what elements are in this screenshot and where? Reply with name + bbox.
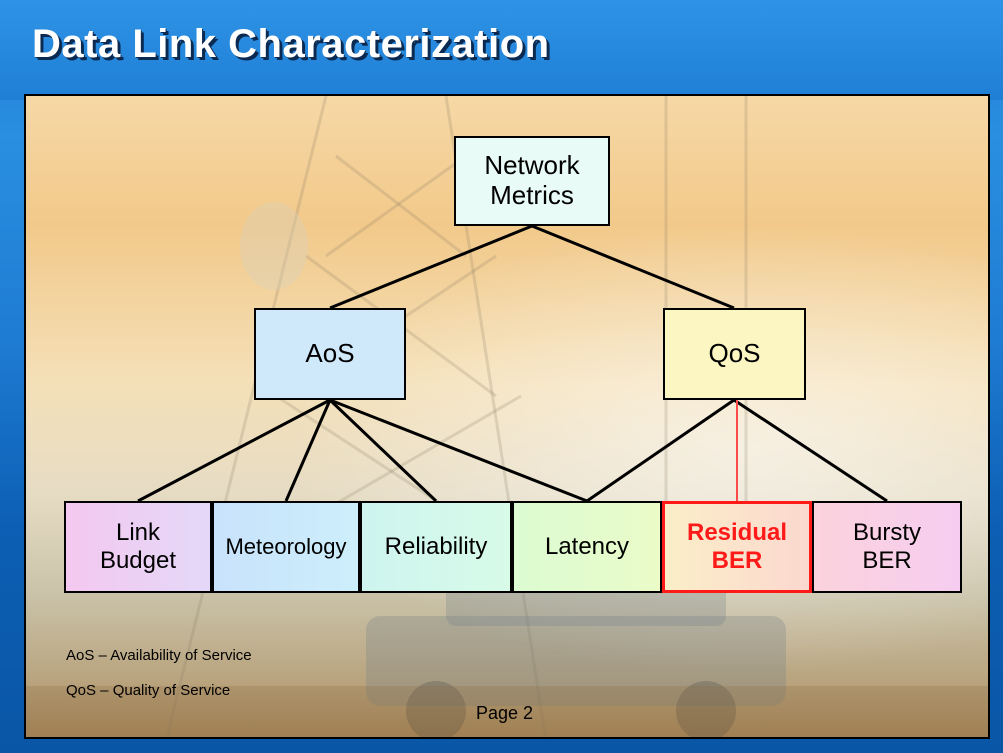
edge-aos-latency xyxy=(329,398,588,503)
qos-footnote: QoS – Quality of Service xyxy=(66,682,231,699)
page-number: Page 2 xyxy=(476,703,534,723)
edge-qos-latency xyxy=(586,398,735,503)
aos-footnote: AoS – Availability of Service xyxy=(66,647,252,664)
content-frame: Network Metrics AoS QoS Link Budget Mete… xyxy=(24,94,990,739)
link-budget-node: Link Budget xyxy=(64,501,212,593)
meteorology-node: Meteorology xyxy=(212,501,360,593)
edge-root-aos xyxy=(329,224,533,310)
background-photo xyxy=(26,96,988,737)
bursty-ber-node: Bursty BER xyxy=(812,501,962,593)
residual-ber-node: Residual BER xyxy=(662,501,812,593)
edge-root-qos xyxy=(531,224,735,310)
aos-node: AoS xyxy=(254,308,406,400)
reliability-node: Reliability xyxy=(360,501,512,593)
slide-title: Data Link Characterization xyxy=(32,22,550,66)
qos-node: QoS xyxy=(663,308,806,400)
title-band xyxy=(0,0,1003,100)
edge-aos-reliability xyxy=(328,398,438,503)
hierarchy-diagram xyxy=(137,224,888,503)
edge-aos-meteorology xyxy=(284,399,332,502)
edge-aos-link-budget xyxy=(137,398,331,503)
network-metrics-node: Network Metrics xyxy=(454,136,610,226)
latency-node: Latency xyxy=(512,501,662,593)
edge-qos-bursty-ber xyxy=(733,398,888,503)
